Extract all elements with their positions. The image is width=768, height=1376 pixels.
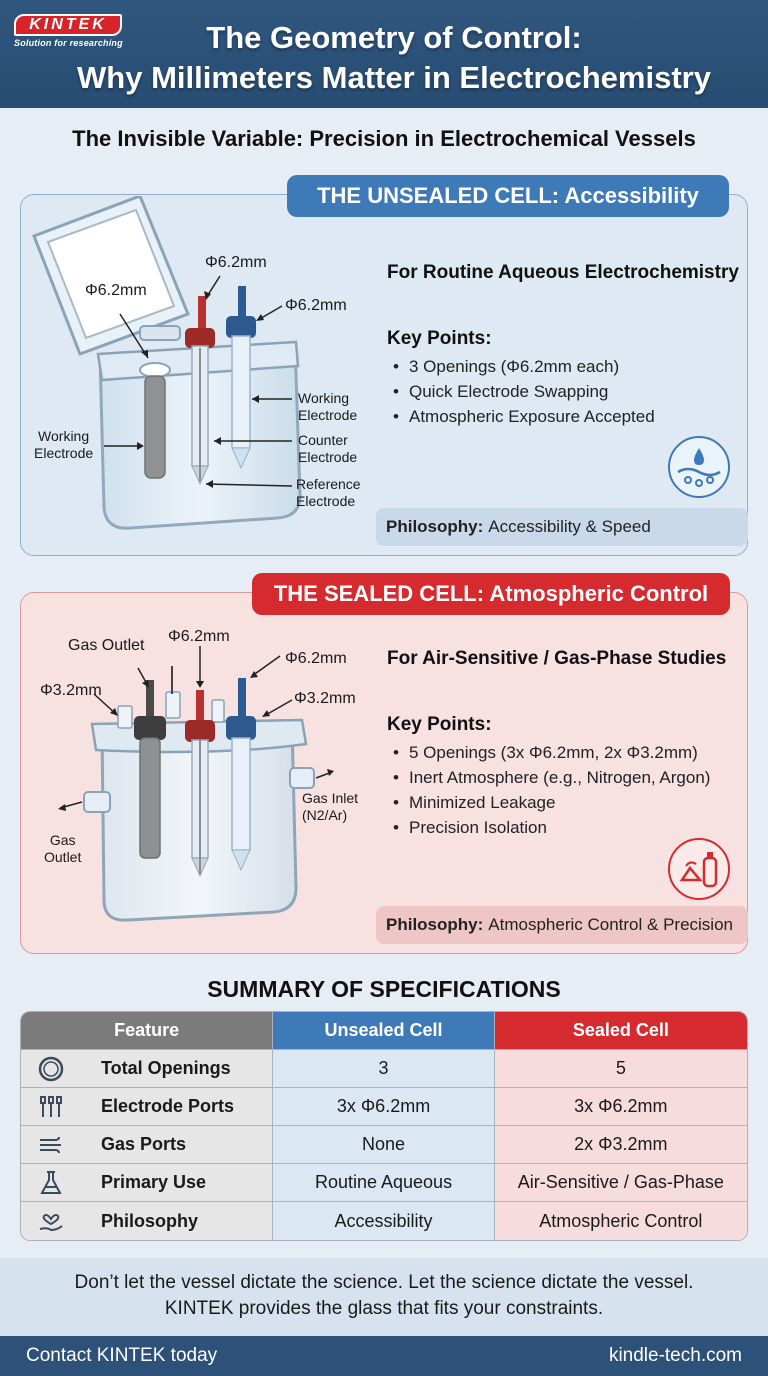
bottom-bar: Contact KINTEK today kindle-tech.com [0, 1336, 768, 1376]
unsealed-value: 3 [273, 1050, 495, 1088]
unsealed-heading: For Routine Aqueous Electrochemistry [387, 262, 739, 283]
sealed-value: Air-Sensitive / Gas-Phase [494, 1164, 747, 1202]
unsealed-key-points-label: Key Points: [387, 328, 492, 349]
sealed-cell-illustration [58, 646, 334, 922]
unsealed-philosophy: Philosophy:Accessibility & Speed [376, 508, 748, 546]
feature-label: Total Openings [101, 1058, 231, 1078]
closing-line-2: KINTEK provides the glass that fits your… [164, 1298, 604, 1319]
list-item: Inert Atmosphere (e.g., Nitrogen, Argon) [387, 765, 726, 790]
table-row: Electrode Ports 3x Φ6.2mm 3x Φ6.2mm [21, 1088, 747, 1126]
sealed-diameter-right: Φ6.2mm [285, 650, 347, 667]
sealed-small-port-left: Φ3.2mm [40, 682, 102, 699]
unsealed-value: 3x Φ6.2mm [273, 1088, 495, 1126]
kintek-logo[interactable]: KINTEK Solution for researching [14, 14, 126, 48]
unsealed-value: Accessibility [273, 1202, 495, 1240]
sealed-small-port-right: Φ3.2mm [294, 690, 356, 707]
table-row: Primary Use Routine Aqueous Air-Sensitiv… [21, 1164, 747, 1202]
contact-link[interactable]: Contact KINTEK today [26, 1345, 218, 1366]
unsealed-key-points: 3 Openings (Φ6.2mm each) Quick Electrode… [387, 354, 739, 429]
website-link[interactable]: kindle-tech.com [608, 1345, 742, 1366]
header-unsealed: Unsealed Cell [273, 1012, 495, 1050]
sealed-value: 3x Φ6.2mm [494, 1088, 747, 1126]
header-sealed: Sealed Cell [494, 1012, 747, 1050]
heart-hand-icon [37, 1207, 77, 1235]
ring-icon [37, 1055, 77, 1083]
sealed-value: Atmospheric Control [494, 1202, 747, 1240]
list-item: 5 Openings (3x Φ6.2mm, 2x Φ3.2mm) [387, 740, 726, 765]
title-line-1: The Geometry of Control: [206, 20, 582, 55]
unsealed-cell-illustration [32, 196, 302, 530]
unsealed-value: Routine Aqueous [273, 1164, 495, 1202]
feature-label: Primary Use [101, 1172, 207, 1192]
unsealed-diameter-right: Φ6.2mm [285, 297, 347, 314]
summary-title: SUMMARY OF SPECIFICATIONS [207, 976, 561, 1002]
sealed-info: For Air-Sensitive / Gas-Phase Studies Ke… [387, 648, 726, 840]
sealed-value: 2x Φ3.2mm [494, 1126, 747, 1164]
title-line-2: Why Millimeters Matter in Electrochemist… [77, 60, 711, 95]
page-subtitle: The Invisible Variable: Precision in Ele… [72, 126, 696, 151]
unsealed-badge: THE UNSEALED CELL: Accessibility [287, 175, 729, 217]
table-row: Philosophy Accessibility Atmospheric Con… [21, 1202, 747, 1240]
sealed-value: 5 [494, 1050, 747, 1088]
sealed-philosophy: Philosophy:Atmospheric Control & Precisi… [376, 906, 748, 944]
list-item: Minimized Leakage [387, 790, 726, 815]
sealed-badge: THE SEALED CELL: Atmospheric Control [252, 573, 730, 615]
unsealed-value: None [273, 1126, 495, 1164]
spec-table: Feature Unsealed Cell Sealed Cell Total … [20, 1011, 748, 1241]
unsealed-diameter-center: Φ6.2mm [205, 254, 267, 271]
sealed-gas-outlet-top: Gas Outlet [68, 637, 145, 654]
list-item: Quick Electrode Swapping [387, 379, 739, 404]
header-feature: Feature [21, 1012, 274, 1050]
sealed-diameter-center: Φ6.2mm [168, 628, 230, 645]
list-item: 3 Openings (Φ6.2mm each) [387, 354, 739, 379]
logo-wordmark: KINTEK [14, 14, 122, 36]
unsealed-diameter-left: Φ6.2mm [85, 282, 147, 299]
wind-icon [37, 1131, 77, 1159]
sealed-heading: For Air-Sensitive / Gas-Phase Studies [387, 648, 727, 669]
electrodes-icon [37, 1093, 77, 1121]
list-item: Atmospheric Exposure Accepted [387, 404, 739, 429]
feature-label: Philosophy [101, 1210, 199, 1231]
table-row: Gas Ports None 2x Φ3.2mm [21, 1126, 747, 1164]
water-drops-icon [668, 436, 730, 498]
page-title: The Geometry of Control: Why Millimeters… [40, 18, 748, 98]
unsealed-info: For Routine Aqueous Electrochemistry Key… [387, 262, 739, 429]
sealed-key-points-label: Key Points: [387, 714, 492, 735]
flask-icon [37, 1169, 77, 1197]
table-row: Total Openings 3 5 [21, 1050, 747, 1088]
table-header-row: Feature Unsealed Cell Sealed Cell [21, 1012, 747, 1050]
feature-label: Electrode Ports [101, 1096, 235, 1116]
logo-tagline: Solution for researching [14, 38, 123, 48]
feature-label: Gas Ports [101, 1134, 187, 1154]
sealed-gas-inlet-label: Gas Inlet(N2/Ar) [302, 790, 359, 823]
sealed-key-points: 5 Openings (3x Φ6.2mm, 2x Φ3.2mm) Inert … [387, 740, 726, 840]
list-item: Precision Isolation [387, 815, 726, 840]
gas-cylinder-icon [668, 838, 730, 900]
closing-line-1: Don’t let the vessel dictate the science… [74, 1272, 694, 1293]
header-banner: KINTEK Solution for researching The Geom… [0, 0, 768, 108]
closing-message: Don’t let the vessel dictate the science… [0, 1258, 768, 1336]
